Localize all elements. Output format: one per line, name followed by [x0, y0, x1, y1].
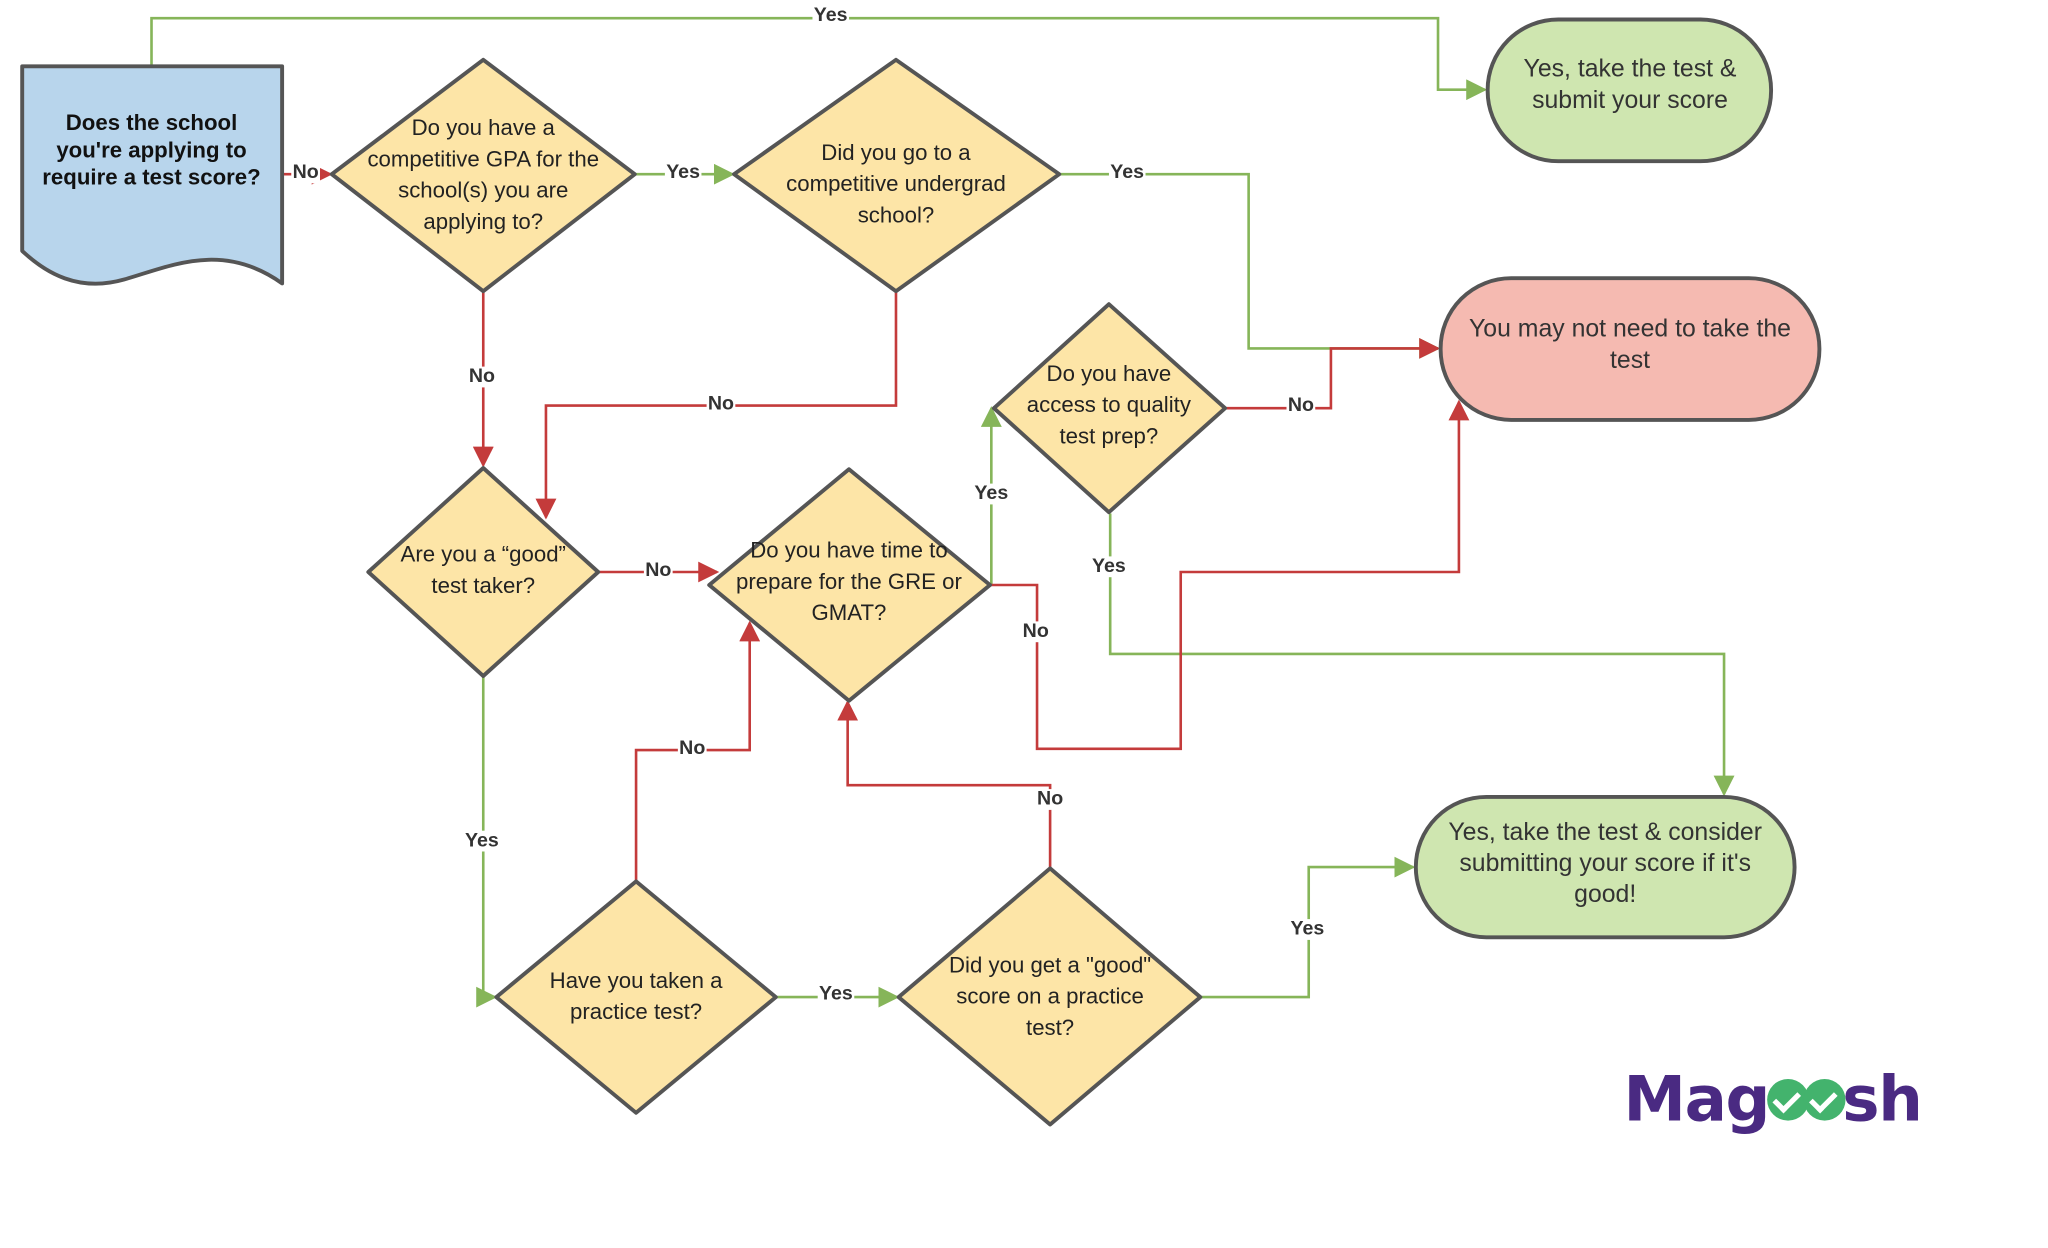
- edge-start-yes: [150, 16, 1488, 101]
- magoosh-logo: Mag sh: [1623, 1063, 1923, 1137]
- label-score-yes: Yes: [1289, 917, 1326, 940]
- label-gpa-yes: Yes: [664, 161, 702, 184]
- label-access-no: No: [1286, 393, 1316, 416]
- edge-taker-yes: [476, 677, 498, 1008]
- label-practice-no: No: [677, 737, 707, 760]
- practice-diamond: [494, 879, 778, 1115]
- start-document-shape: [20, 64, 285, 286]
- label-access-yes: Yes: [1090, 555, 1128, 578]
- gpa-node-text: Do you have a competitive GPA for the sc…: [367, 115, 600, 234]
- start-node-text: Does the school you're applying to requi…: [42, 109, 261, 190]
- label-gpa-no: No: [467, 365, 497, 388]
- edge-score-no: [837, 699, 1052, 869]
- label-start-no: No: [291, 161, 320, 184]
- access-node-text: Do you have access to quality test prep?: [1026, 361, 1191, 449]
- maybe-not-terminal-shape: [1438, 276, 1822, 422]
- good-taker-node-text: Are you a “good” test taker?: [400, 542, 566, 598]
- edge-time-no: [990, 399, 1470, 751]
- start-node: Does the school you're applying to requi…: [31, 91, 271, 208]
- edge-access-yes: [1108, 513, 1735, 797]
- access-diamond: [991, 302, 1228, 515]
- time-diamond: [707, 467, 992, 703]
- good-score-node: Did you get a "good" score on a practice…: [940, 949, 1159, 1045]
- good-score-diamond: [896, 866, 1203, 1127]
- logo-check-icon: [1766, 1079, 1809, 1121]
- label-time-no: No: [1021, 620, 1051, 643]
- label-taker-yes: Yes: [463, 829, 501, 852]
- consider-terminal-text: Yes, take the test & consider submitting…: [1448, 819, 1762, 909]
- practice-node-text: Have you taken a practice test?: [549, 968, 723, 1025]
- time-node-text: Do you have time to prepare for the GRE …: [736, 538, 962, 626]
- consider-terminal-shape: [1413, 794, 1797, 940]
- logo-text-end: sh: [1842, 1063, 1923, 1137]
- submit-terminal-text: Yes, take the test & submit your score: [1523, 55, 1737, 115]
- undergrad-diamond: [732, 57, 1062, 294]
- good-taker-node: Are you a “good” test taker?: [389, 537, 577, 605]
- label-top-yes: Yes: [812, 3, 849, 27]
- undergrad-node: Did you go to a competitive undergrad sc…: [773, 130, 1019, 239]
- label-practice-yes: Yes: [817, 982, 855, 1005]
- label-undergrad-yes: Yes: [1108, 161, 1146, 184]
- submit-terminal: Yes, take the test & submit your score: [1502, 49, 1758, 122]
- consider-terminal: Yes, take the test & consider submitting…: [1431, 814, 1778, 915]
- time-node: Do you have time to prepare for the GRE …: [731, 533, 966, 632]
- label-time-yes: Yes: [973, 482, 1010, 505]
- practice-node: Have you taken a practice test?: [536, 965, 737, 1030]
- label-taker-no: No: [643, 559, 673, 582]
- undergrad-node-text: Did you go to a competitive undergrad sc…: [786, 140, 1006, 228]
- submit-terminal-shape: [1485, 17, 1774, 164]
- logo-check-icon-2: [1803, 1079, 1845, 1121]
- gpa-diamond: [329, 57, 637, 294]
- maybe-not-terminal-text: You may not need to take the test: [1469, 315, 1791, 375]
- maybe-not-terminal: You may not need to take the test: [1452, 309, 1807, 382]
- logo-text-start: Mag: [1623, 1063, 1770, 1137]
- access-node: Do you have access to quality test prep?: [1025, 341, 1192, 471]
- label-undergrad-no: No: [706, 392, 736, 415]
- gpa-node: Do you have a competitive GPA for the sc…: [355, 110, 611, 240]
- label-score-no: No: [1035, 787, 1065, 810]
- edge-access-no: [1226, 337, 1441, 410]
- good-taker-diamond: [366, 466, 601, 678]
- good-score-node-text: Did you get a "good" score on a practice…: [949, 952, 1152, 1040]
